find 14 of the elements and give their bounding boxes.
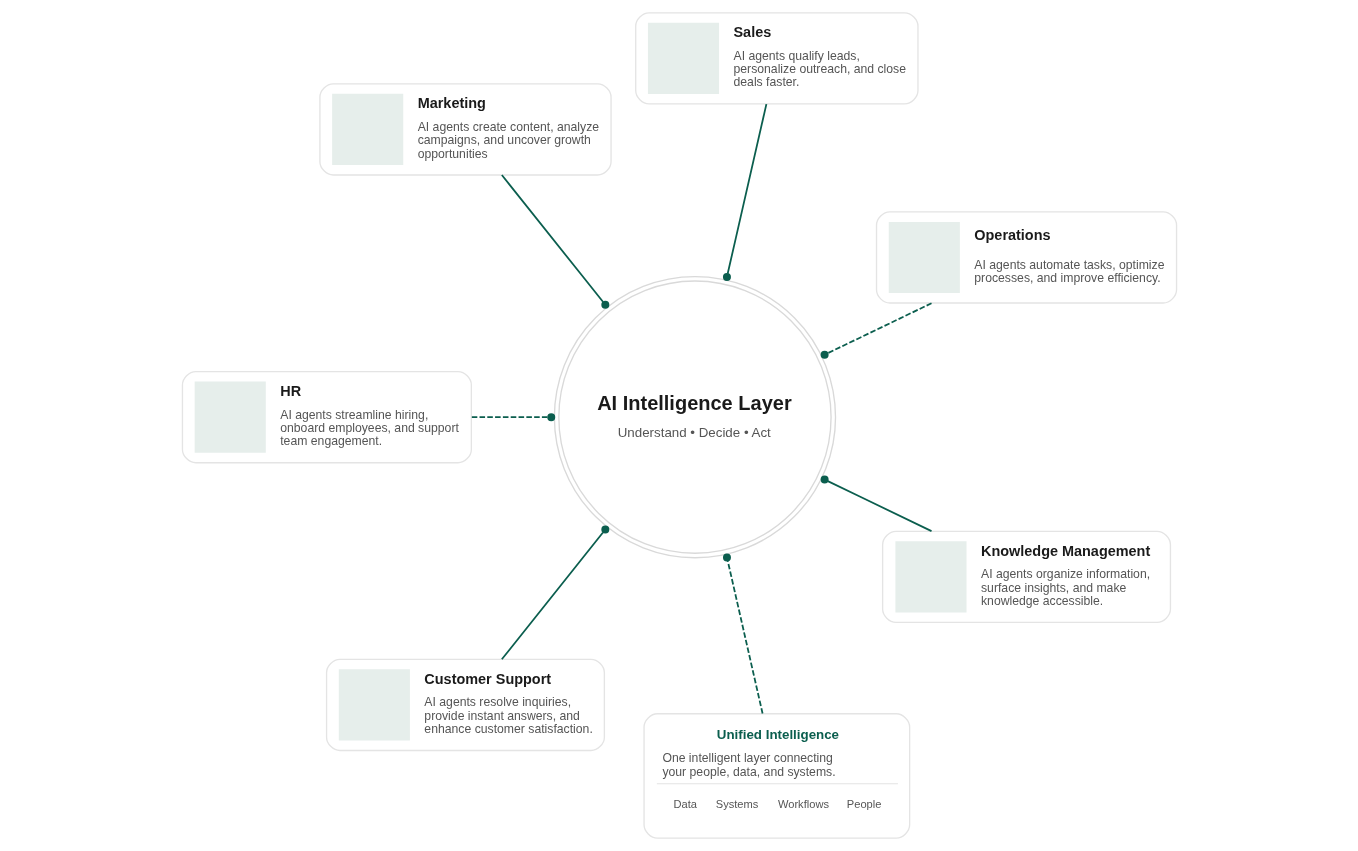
connector [820, 302, 932, 359]
connector [500, 174, 609, 309]
node-box: Customer Support AI agents resolve inquiries, provide instant answers, and enhance customer satisfaction. [325, 658, 605, 752]
node-box: HR AI agents streamline hiring, onboard employees, and support team engagement. [181, 370, 472, 464]
node-box: Sales AI agents qualify leads, personalize outreach, and close deals faster. [634, 12, 919, 105]
node-box: Unified Intelligence One intelligent layer connecting your people, data, and systems. Data Systems Workflows People [642, 713, 910, 839]
connector [470, 413, 555, 422]
connector [500, 525, 609, 661]
connector [722, 103, 767, 281]
node-box: Operations AI agents automate tasks, optimize processes, and improve efficiency. [875, 211, 1177, 304]
connector [820, 475, 932, 532]
connector [722, 553, 763, 715]
node-box: Marketing AI agents create content, analyze campaigns, and uncover growth opportunities [318, 83, 612, 176]
node-box: Knowledge Management AI agents organize information, surface insights, and make knowledge accessible. [881, 530, 1171, 624]
